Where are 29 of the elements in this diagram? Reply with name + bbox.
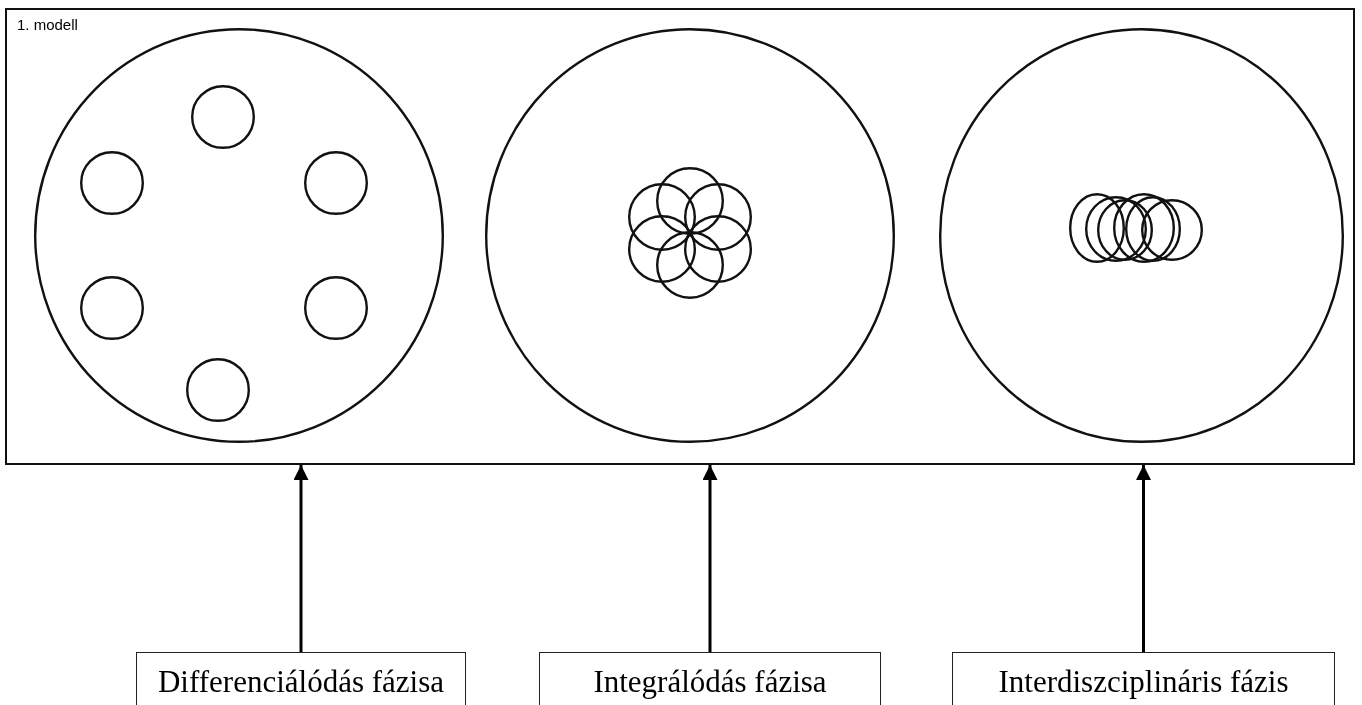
small-circle [186, 358, 250, 422]
small-circle [656, 167, 724, 235]
small-circle [304, 276, 368, 340]
small-circle [1141, 199, 1203, 261]
small-circle [304, 151, 368, 215]
small-circle [1125, 196, 1181, 262]
arrow [702, 465, 718, 652]
phase-box: Differenciálódás fázisa [136, 652, 466, 705]
small-circle [1113, 193, 1175, 263]
small-circle [80, 276, 144, 340]
large-circle [34, 28, 444, 443]
small-circle [683, 215, 752, 283]
small-circle [80, 151, 144, 215]
arrow [1136, 465, 1151, 652]
small-circle [1097, 199, 1153, 261]
small-circle [191, 85, 255, 149]
phase-box: Interdiszciplináris fázis [952, 652, 1335, 705]
small-circle [1069, 193, 1125, 263]
small-circle [656, 231, 724, 299]
arrow [293, 465, 309, 652]
small-circle [628, 215, 697, 283]
small-circle [628, 183, 697, 251]
small-circle [683, 183, 752, 251]
phase-box: Integrálódás fázisa [539, 652, 881, 705]
small-circle [1085, 196, 1147, 262]
large-circle [485, 28, 895, 443]
model-frame [5, 8, 1355, 465]
large-circle [939, 28, 1344, 443]
frame-title: 1. modell [17, 16, 78, 33]
